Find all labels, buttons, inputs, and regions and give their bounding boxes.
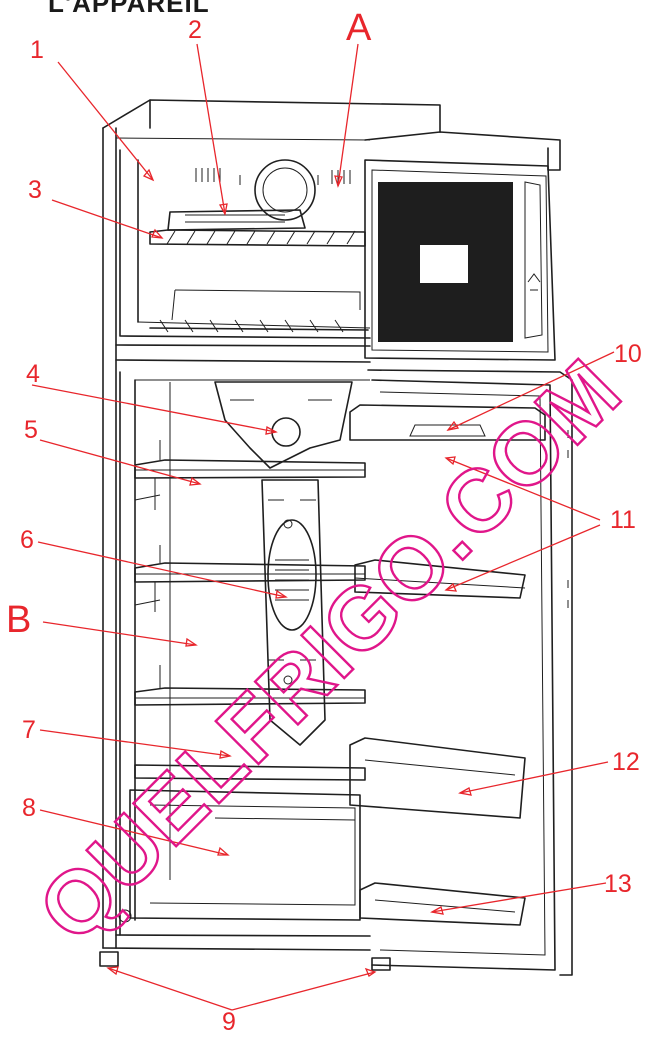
callout-12: 12	[612, 748, 640, 776]
leader-13	[431, 882, 607, 913]
freezer-door	[364, 131, 561, 361]
leader-7	[39, 729, 231, 757]
leader-6	[37, 541, 287, 598]
leader-11b	[445, 524, 601, 591]
callout-2: 2	[188, 16, 202, 44]
leader-4	[31, 384, 277, 433]
callout-7: 7	[22, 716, 36, 744]
leader-lines	[31, 43, 615, 1011]
callout-5: 5	[24, 416, 38, 444]
leader-10	[447, 351, 615, 431]
diagram-title: L'APPAREIL	[48, 0, 210, 18]
callout-6: 6	[20, 526, 34, 554]
callout-13: 13	[604, 870, 632, 898]
leader-B	[42, 621, 197, 646]
leader-12	[459, 761, 609, 794]
callout-10: 10	[614, 340, 642, 368]
leader-A	[337, 43, 359, 187]
cabinet	[99, 99, 441, 971]
callout-9: 9	[222, 1008, 236, 1032]
callout-labels: 1 2 A 3 4 10 5 11 6 B 7 12 8 13 9	[6, 7, 642, 1036]
leader-1	[57, 61, 154, 181]
fridge-door	[349, 369, 573, 976]
callout-4: 4	[26, 360, 40, 388]
callout-8: 8	[22, 794, 36, 822]
callout-1: 1	[30, 36, 44, 64]
svg-text:QUELFRIGO.COM: QUELFRIGO.COM	[19, 339, 640, 960]
leader-3	[51, 199, 163, 239]
leader-2	[196, 43, 226, 215]
watermark: QUELFRIGO.COM	[18, 338, 641, 961]
callout-A: A	[346, 7, 372, 49]
callout-B: B	[6, 599, 31, 641]
leader-9b	[231, 971, 376, 1011]
freezer-door-label	[420, 245, 468, 283]
shelf-upper	[134, 459, 366, 510]
leader-11a	[445, 457, 601, 521]
callout-3: 3	[28, 176, 42, 204]
shelf-middle	[134, 562, 366, 612]
callout-11: 11	[610, 506, 636, 534]
leader-8	[39, 809, 229, 856]
leader-9a	[107, 967, 233, 1011]
leader-5	[39, 439, 201, 485]
